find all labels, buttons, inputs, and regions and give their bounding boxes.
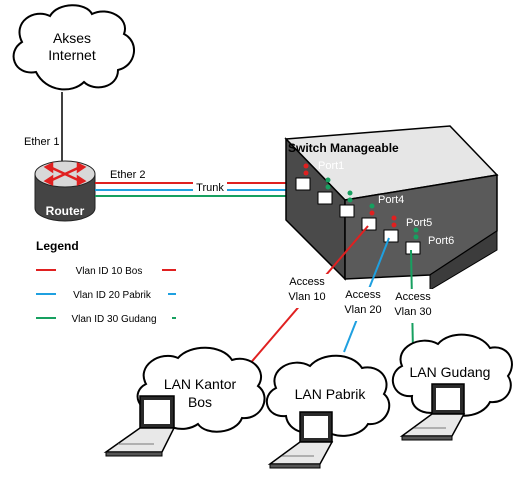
lan-kantor-line1: LAN Kantor [164, 376, 237, 392]
internet-label-line2: Internet [48, 47, 96, 63]
switch-title: Switch Manageable [288, 141, 399, 155]
legend: Legend Vlan ID 10 Bos Vlan ID 20 Pabrik … [36, 239, 176, 325]
switch-ports [295, 163, 421, 255]
internet-cloud: Akses Internet [12, 4, 135, 91]
laptop-gudang-icon [399, 383, 466, 441]
switch-port-2 [317, 177, 333, 205]
laptop-kantor-icon [103, 395, 176, 457]
router-label: Router [46, 204, 85, 218]
lan-kantor-line2: Bos [188, 394, 212, 410]
laptop-pabrik-icon [267, 411, 334, 469]
port1-label: Port1 [318, 160, 344, 172]
legend-item-vlan30: Vlan ID 30 Gudang [36, 311, 176, 325]
lan-gudang-label: LAN Gudang [410, 364, 491, 380]
legend-item-vlan20: Vlan ID 20 Pabrik [36, 287, 176, 301]
switch-port-5 [383, 215, 399, 243]
access-vlan20-line1: Access [345, 289, 381, 301]
switch-port-1 [295, 163, 311, 191]
switch-port-4 [361, 203, 377, 231]
legend-title: Legend [36, 239, 79, 253]
legend-label-vlan30: Vlan ID 30 Gudang [71, 314, 156, 325]
legend-label-vlan10: Vlan ID 10 Bos [76, 266, 143, 277]
legend-item-vlan10: Vlan ID 10 Bos [36, 263, 176, 277]
switch-port-3 [339, 190, 355, 218]
switch-port-6 [405, 227, 421, 255]
access-vlan10-line1: Access [289, 276, 325, 288]
access-vlan30-line1: Access [395, 291, 431, 303]
lan-pabrik-label: LAN Pabrik [295, 386, 367, 402]
ether2-label: Ether 2 [110, 169, 145, 181]
trunk-label: Trunk [196, 182, 224, 194]
port4-label: Port4 [378, 194, 404, 206]
port6-label: Port6 [428, 235, 454, 247]
access-vlan10-line2: Vlan 10 [288, 291, 325, 303]
access-vlan30-line2: Vlan 30 [394, 306, 431, 318]
port5-label: Port5 [406, 217, 432, 229]
internet-label-line1: Akses [53, 30, 91, 46]
legend-label-vlan20: Vlan ID 20 Pabrik [73, 290, 152, 301]
router-icon: Router [34, 160, 96, 222]
ether1-label: Ether 1 [24, 136, 59, 148]
access-vlan20-line2: Vlan 20 [344, 304, 381, 316]
